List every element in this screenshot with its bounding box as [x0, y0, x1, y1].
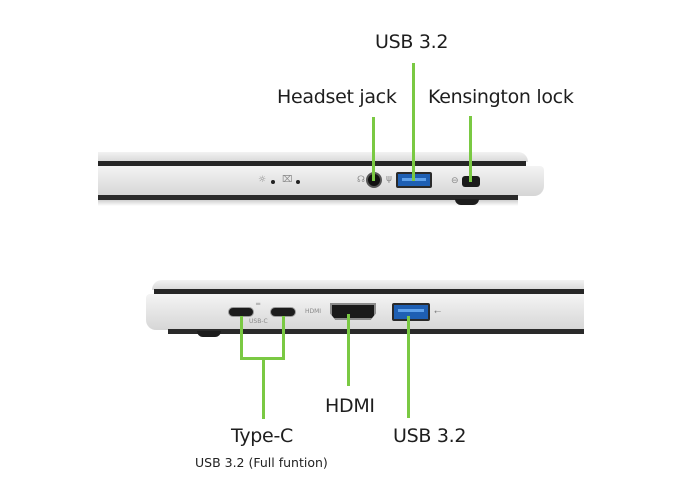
- label-type-c-sub: USB 3.2 (Full funtion): [195, 455, 328, 470]
- laptop-right-shadow: [98, 200, 518, 206]
- laptop-left-foot: [197, 331, 221, 337]
- laptop-right-foot: [455, 199, 479, 205]
- kensington-callout-line: [469, 116, 472, 182]
- hdmi-port: [330, 303, 376, 320]
- battery-indicator-dot: [296, 180, 300, 184]
- type-c-callout-stem: [262, 357, 265, 419]
- power-light-icon: ☼: [258, 175, 267, 185]
- label-hdmi: HDMI: [325, 395, 375, 417]
- usb-callout-line-bottom: [407, 316, 410, 418]
- type-c-callout-line-1: [240, 316, 243, 360]
- power-indicator-dot: [271, 180, 275, 184]
- label-headset-jack: Headset jack: [277, 86, 397, 108]
- hdmi-marking: HDMI: [305, 308, 322, 315]
- label-usb-bottom: USB 3.2: [393, 425, 467, 447]
- headset-icon: ☊: [357, 175, 365, 185]
- label-usb-top: USB 3.2: [375, 31, 449, 53]
- laptop-right-bottom-edge: [98, 195, 518, 200]
- usb-callout-line-top: [412, 63, 415, 181]
- lock-icon: ⊖: [451, 176, 459, 186]
- label-type-c: Type-C: [231, 425, 293, 447]
- usb-icon: ψ: [386, 174, 392, 184]
- type-c-callout-line-2: [282, 316, 285, 360]
- battery-charge-icon: ⌧: [282, 175, 293, 185]
- usb-a-port-left: [392, 303, 430, 321]
- laptop-left-bottom-edge: [168, 329, 584, 334]
- hdmi-callout-line: [347, 314, 350, 386]
- headset-callout-line: [372, 117, 375, 181]
- laptop-left-hinge-gap: [154, 289, 584, 294]
- usb-c-marking: USB-C: [249, 318, 268, 325]
- usb-icon-left: ⭠: [434, 307, 442, 317]
- laptop-right-lid: [98, 152, 528, 162]
- label-kensington-lock: Kensington lock: [428, 86, 574, 108]
- usb-c-icon: ═: [256, 300, 261, 308]
- laptop-right-hinge-gap: [98, 161, 526, 166]
- laptop-left-lid: [152, 280, 584, 290]
